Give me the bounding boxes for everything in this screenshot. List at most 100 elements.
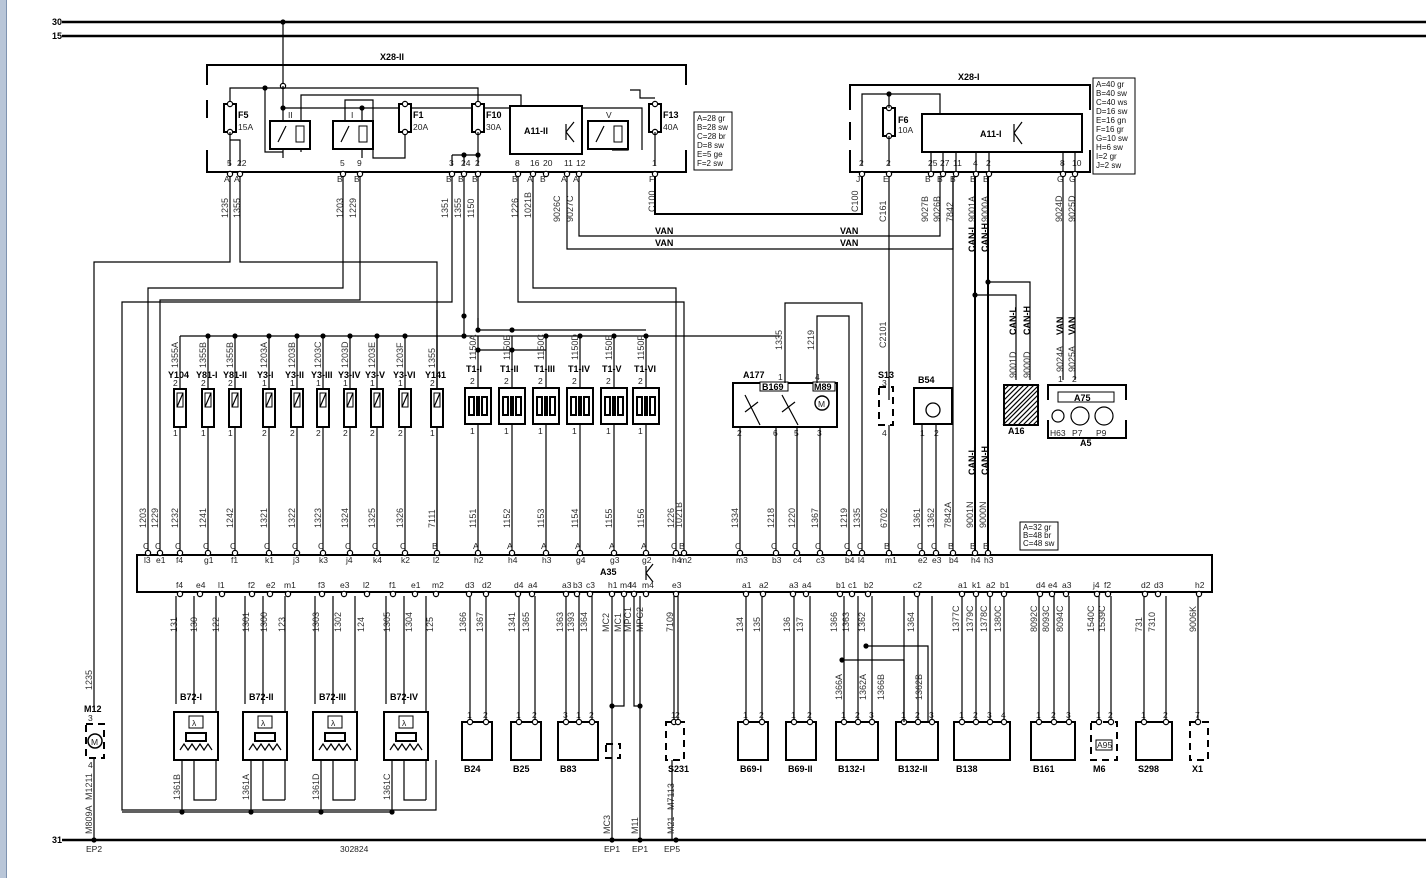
ecu-terminal bbox=[196, 590, 204, 598]
hatch bbox=[1003, 384, 1015, 396]
a5-label: A5 bbox=[1080, 438, 1092, 448]
pin-number: 2 bbox=[398, 428, 403, 438]
pin-number: 16 bbox=[530, 158, 540, 168]
ecu-terminal bbox=[1154, 590, 1162, 598]
wire bbox=[401, 392, 409, 408]
wire-number: 1304 bbox=[404, 612, 414, 632]
ecu-pin: c2 bbox=[913, 580, 922, 590]
ecu-terminal bbox=[672, 590, 680, 598]
a95-label: A95 bbox=[1097, 740, 1112, 750]
pin-number: 2 bbox=[290, 428, 295, 438]
ecu-pin: d4 bbox=[1036, 580, 1046, 590]
wire-number: 1363 bbox=[555, 612, 565, 632]
legend-entry: I=2 gr bbox=[1096, 152, 1117, 161]
ecu-terminal bbox=[971, 549, 979, 557]
module-a5-outline bbox=[1047, 384, 1127, 400]
ecu-pin: a3 bbox=[789, 580, 799, 590]
wire bbox=[204, 392, 212, 408]
fuse-F5-rating: 15A bbox=[238, 122, 253, 132]
wire bbox=[866, 645, 929, 722]
hatch bbox=[1003, 384, 1040, 421]
pin-number: 1 bbox=[606, 426, 611, 436]
pin-number: 2 bbox=[430, 378, 435, 388]
ecu-terminal bbox=[1104, 590, 1112, 598]
ecu-terminal bbox=[608, 590, 616, 598]
bus-label-van: VAN bbox=[840, 226, 858, 236]
ecu-pin: e3 bbox=[340, 580, 350, 590]
ecu-terminal bbox=[218, 590, 226, 598]
pin-number: 2 bbox=[538, 376, 543, 386]
wiper-icon bbox=[744, 401, 759, 413]
heater-core-icon bbox=[324, 732, 346, 742]
injector-Y81-II-label: Y81-II bbox=[223, 370, 247, 380]
ecu-terminal bbox=[772, 549, 780, 557]
hatch bbox=[1003, 384, 1025, 406]
coil-winding-icon bbox=[649, 396, 656, 416]
wire-number: 1366B bbox=[876, 674, 886, 700]
connector-letter: A bbox=[573, 174, 579, 184]
ecu-pin: h3 bbox=[984, 555, 994, 565]
pin-number: 2 bbox=[228, 378, 233, 388]
f5-f10-link bbox=[229, 87, 479, 120]
wire-number: M21 bbox=[666, 816, 676, 834]
s13-label: S13 bbox=[878, 370, 894, 380]
switch-s13 bbox=[878, 386, 894, 426]
ecu-pin: f2 bbox=[248, 580, 255, 590]
connector-letter: A bbox=[575, 541, 581, 551]
ecu-terminal bbox=[319, 549, 327, 557]
wire-number: 1335 bbox=[774, 330, 784, 350]
legend-entry: D=16 sw bbox=[1096, 107, 1128, 116]
pin-number: 2 bbox=[343, 428, 348, 438]
ecu-pin: m2 bbox=[680, 555, 692, 565]
connector-terminal bbox=[927, 170, 935, 178]
gauge-icon-H63 bbox=[1051, 409, 1065, 423]
pin-number: 1 bbox=[173, 428, 178, 438]
fusebox-x28-ii-title: X28-II bbox=[380, 52, 404, 62]
wire-number: 9025A bbox=[1067, 346, 1077, 372]
component-terminal bbox=[531, 718, 539, 726]
ecu-pin: k2 bbox=[401, 555, 410, 565]
can-l-label: CAN-L bbox=[967, 447, 977, 475]
wire-number: 1355B bbox=[225, 342, 235, 368]
junction-dot bbox=[863, 643, 869, 649]
ecu-pin: b3 bbox=[772, 555, 782, 565]
connector-letter: C bbox=[292, 541, 298, 551]
relay-coil-icon bbox=[358, 125, 368, 143]
lambda-symbol-icon bbox=[327, 715, 343, 729]
ecu-pin: l4 bbox=[630, 580, 637, 590]
component-S231 bbox=[665, 721, 685, 761]
b169-label: B169 bbox=[762, 382, 784, 392]
wire bbox=[319, 392, 327, 408]
terminal bbox=[226, 100, 234, 108]
wire-1226 bbox=[517, 176, 685, 555]
pin-number: 1 bbox=[398, 378, 403, 388]
wire-number: 9026B bbox=[932, 196, 942, 222]
ecu-terminal bbox=[176, 549, 184, 557]
wire-number: 9006K bbox=[1188, 606, 1198, 632]
pin-number: 1 bbox=[201, 428, 206, 438]
coil-winding-icon bbox=[468, 396, 475, 416]
injector-Y3-I-label: Y3-I bbox=[257, 370, 274, 380]
injector-Y3-II-label: Y3-II bbox=[285, 370, 304, 380]
pin-number: 2 bbox=[201, 378, 206, 388]
junction-dot bbox=[461, 152, 467, 158]
wire-number: 8094C bbox=[1055, 605, 1065, 632]
ecu-pin: a3 bbox=[1062, 580, 1072, 590]
wire-number: M1211 bbox=[84, 773, 94, 800]
hatch bbox=[1003, 384, 1030, 411]
ecu-pin: a3 bbox=[562, 580, 572, 590]
ecu-pin: b2 bbox=[864, 580, 874, 590]
connector-terminal bbox=[939, 170, 947, 178]
wire-number: 1364 bbox=[579, 612, 589, 632]
terminal bbox=[401, 128, 409, 136]
coil-winding-icon bbox=[583, 396, 590, 416]
ecu-terminal bbox=[144, 549, 152, 557]
connector-letter: E bbox=[883, 174, 889, 184]
wire-number: C2101 bbox=[878, 321, 888, 348]
coil-winding-icon bbox=[604, 396, 611, 416]
legend-entry: E=16 gn bbox=[1096, 116, 1126, 125]
wire-number: 7310 bbox=[1147, 612, 1157, 632]
ecu-pin: l3 bbox=[144, 555, 151, 565]
connector-letter: B bbox=[884, 541, 890, 551]
label: 3 bbox=[882, 378, 887, 388]
